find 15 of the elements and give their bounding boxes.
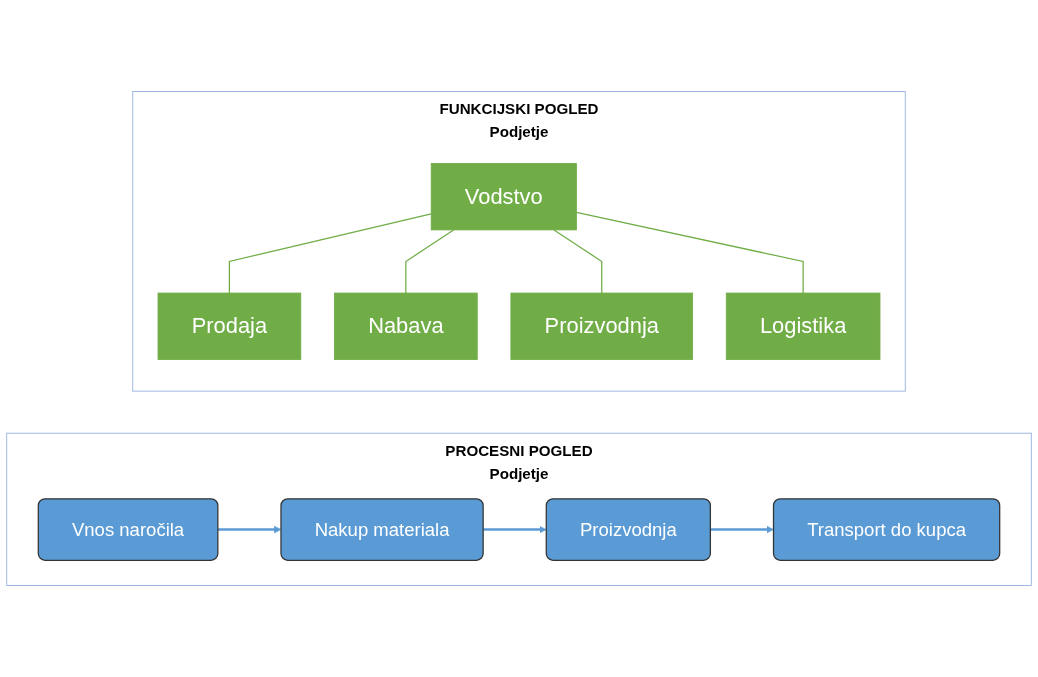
node-box: Nabava: [334, 292, 478, 360]
node-box: Logistika: [725, 292, 881, 360]
node-box: Nakup materiala: [280, 498, 484, 561]
node-box: Proizvodnja: [545, 498, 711, 561]
node-box: Vodstvo: [430, 163, 577, 231]
node-box: Vnos naročila: [37, 498, 219, 561]
arrow: [710, 525, 774, 534]
connector: [228, 213, 432, 294]
connector: [575, 211, 804, 294]
node-box: Transport do kupca: [772, 498, 1001, 561]
node-box: Proizvodnja: [510, 292, 693, 360]
node-box: Prodaja: [157, 292, 302, 360]
connector: [553, 229, 603, 294]
arrow: [483, 525, 547, 534]
connector: [405, 229, 455, 294]
